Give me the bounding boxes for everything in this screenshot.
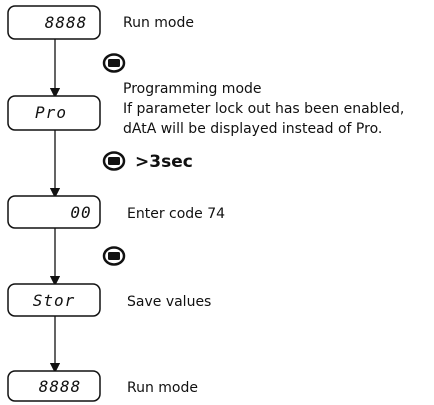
push-button-icon bbox=[102, 246, 126, 266]
push-button-icon bbox=[102, 151, 126, 171]
step-enter-code: 00 Enter code 74 bbox=[7, 195, 225, 229]
step-run-mode-bottom: 8888 Run mode bbox=[7, 370, 198, 402]
display-text: 8888 bbox=[45, 13, 88, 32]
step-label-line-1: Programming mode bbox=[123, 81, 262, 97]
step-run-mode-top: 8888 Run mode bbox=[7, 5, 194, 40]
push-button-icon bbox=[102, 53, 126, 73]
step-save-values: Stor Save values bbox=[7, 283, 211, 317]
display-text: 00 bbox=[70, 203, 91, 222]
display-box bbox=[7, 195, 101, 229]
step-label-line-3: dAtA will be displayed instead of Pro. bbox=[123, 121, 382, 137]
display-box bbox=[7, 283, 101, 317]
display-box bbox=[7, 5, 101, 40]
display-text: Stor bbox=[33, 291, 76, 310]
step-label: Run mode bbox=[123, 15, 194, 31]
step-label: Save values bbox=[127, 294, 211, 310]
display-text: 8888 bbox=[39, 377, 82, 396]
step-programming-mode: Pro Programming mode If parameter lock o… bbox=[7, 81, 404, 137]
display-box bbox=[7, 95, 101, 131]
step-label: Run mode bbox=[127, 380, 198, 396]
hold-duration-note: >3sec bbox=[135, 152, 193, 172]
step-label-line-2: If parameter lock out has been enabled, bbox=[123, 101, 404, 117]
display-box bbox=[7, 370, 101, 402]
step-label: Enter code 74 bbox=[127, 206, 225, 222]
display-text: Pro bbox=[35, 103, 67, 122]
